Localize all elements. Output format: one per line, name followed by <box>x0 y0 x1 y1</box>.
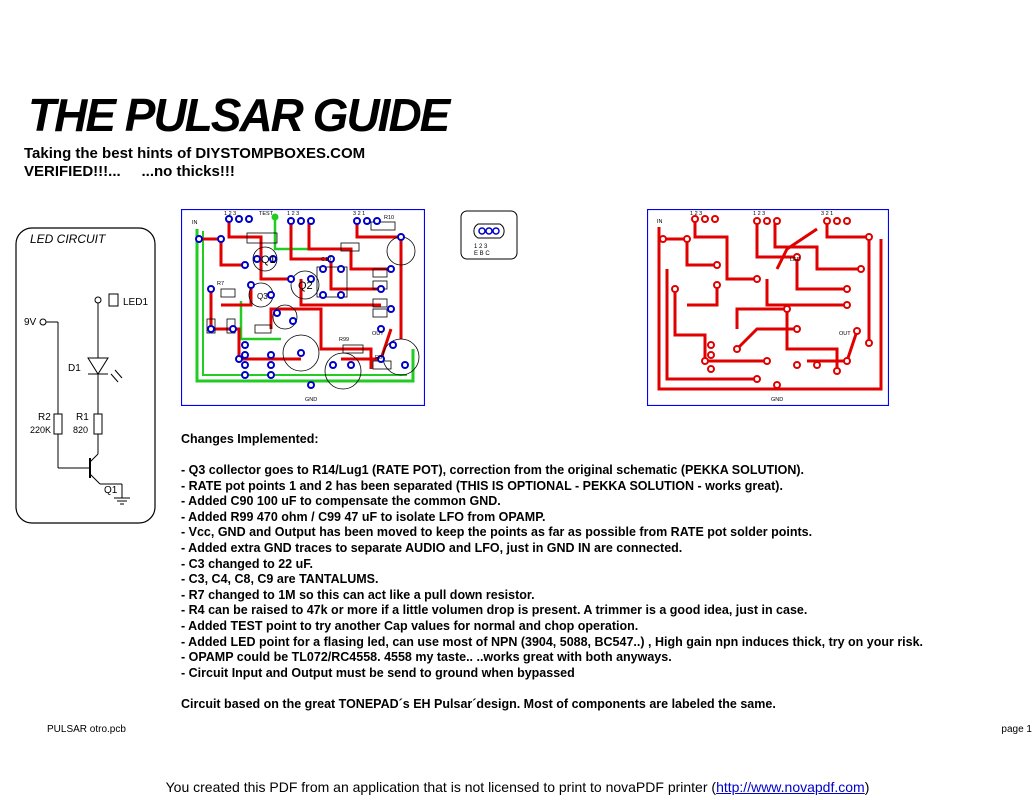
change-item: - Added TEST point to try another Cap va… <box>181 618 639 633</box>
subtitle-line-1: Taking the best hints of DIYSTOMPBOXES.C… <box>24 145 366 162</box>
pcb-pins-a: 1 2 3 <box>224 211 236 217</box>
copper-led-label: LED <box>790 257 801 263</box>
novapdf-notice: You created this PDF from an application… <box>0 779 1035 795</box>
change-item: - R4 can be raised to 47k or more if a l… <box>181 603 808 618</box>
change-item: - C3, C4, C8, C9 are TANTALUMS. <box>181 572 379 587</box>
diode-label: D1 <box>68 363 81 374</box>
novapdf-link[interactable]: http://www.novapdf.com <box>716 779 865 795</box>
pinout-numbers: 1 2 3 <box>474 244 488 250</box>
led-circuit-title: LED CIRCUIT <box>30 232 107 246</box>
novapdf-close: ) <box>864 779 870 795</box>
change-item: - RATE pot points 1 and 2 has been separ… <box>181 478 783 493</box>
pcb-layout-view: IN TEST OUT GND R10 R7 R99 R8 C10 1 2 3 … <box>181 209 425 406</box>
copper-pins-b: 1 2 3 <box>753 211 765 217</box>
novapdf-text: You created this PDF from an application… <box>165 779 717 795</box>
footer-page: page 1 <box>1001 724 1032 735</box>
based-on-note: Circuit based on the great TONEPAD´s EH … <box>181 697 776 711</box>
change-item: - OPAMP could be TL072/RC4558. 4558 my t… <box>181 650 672 665</box>
pcb-in-label: IN <box>192 220 198 226</box>
copper-out-label: OUT <box>839 331 851 337</box>
pcb-r8-label: R8 <box>375 355 382 361</box>
pcb-gnd-label: GND <box>305 397 317 403</box>
transistor-label: Q1 <box>104 485 118 496</box>
change-item: - Circuit Input and Output must be send … <box>181 665 575 680</box>
copper-pins-a: 1 2 3 <box>690 211 702 217</box>
footer-filename: PULSAR otro.pcb <box>47 724 126 735</box>
copper-pins-c: 3 2 1 <box>821 211 833 217</box>
r2-label: R2 <box>38 412 51 423</box>
pcb-r10-label: R10 <box>384 215 394 221</box>
page-title: THE PULSAR GUIDE <box>28 89 450 141</box>
pcb-pins-b: 1 2 3 <box>287 211 299 217</box>
copper-gnd-label: GND <box>771 397 783 403</box>
change-item: - R7 changed to 1M so this can act like … <box>181 587 535 602</box>
change-item: - Q3 collector goes to R14/Lug1 (RATE PO… <box>181 463 804 477</box>
change-item: - Vcc, GND and Output has been moved to … <box>181 525 813 540</box>
transistor-pinout: 1 2 3 E B C <box>460 210 518 260</box>
pcb-q1-label: Q1 <box>261 254 276 266</box>
change-item: - C3 changed to 22 uF. <box>181 556 313 571</box>
pcb-out-label: OUT <box>372 331 384 337</box>
copper-in-label: IN <box>657 219 663 225</box>
pinout-letters: E B C <box>474 251 490 257</box>
pcb-test-label: TEST <box>259 211 274 217</box>
change-item: - Added extra GND traces to separate AUD… <box>181 540 683 555</box>
pcb-c10-label: C10 <box>321 257 331 263</box>
changes-heading: Changes Implemented: <box>181 432 319 446</box>
pcb-copper-view: IN LED OUT GND 1 2 3 1 2 3 3 2 1 <box>647 209 889 406</box>
r1-label: R1 <box>76 412 89 423</box>
supply-label: 9V <box>24 317 37 328</box>
r2-value: 220K <box>30 425 51 435</box>
led-label: LED1 <box>123 297 148 308</box>
subtitle-line-2: VERIFIED!!!... ...no thicks!!! <box>24 163 235 180</box>
pcb-q3-label: Q3 <box>257 292 268 301</box>
pcb-r99-label: R99 <box>339 337 349 343</box>
led-circuit-schematic: LED CIRCUIT LED1 D1 9V R2 220K R1 820 Q1 <box>15 227 156 524</box>
pcb-r7-label: R7 <box>217 281 224 287</box>
pcb-q2-label: Q2 <box>298 280 313 292</box>
r1-value: 820 <box>73 425 88 435</box>
change-item: - Added R99 470 ohm / C99 47 uF to isola… <box>181 509 546 524</box>
pcb-pins-c: 3 2 1 <box>353 211 365 217</box>
change-item: - Added C90 100 uF to compensate the com… <box>181 494 501 509</box>
change-item: - Added LED point for a flasing led, can… <box>181 634 924 649</box>
changes-list: - Q3 collector goes to R14/Lug1 (RATE PO… <box>181 463 1021 681</box>
